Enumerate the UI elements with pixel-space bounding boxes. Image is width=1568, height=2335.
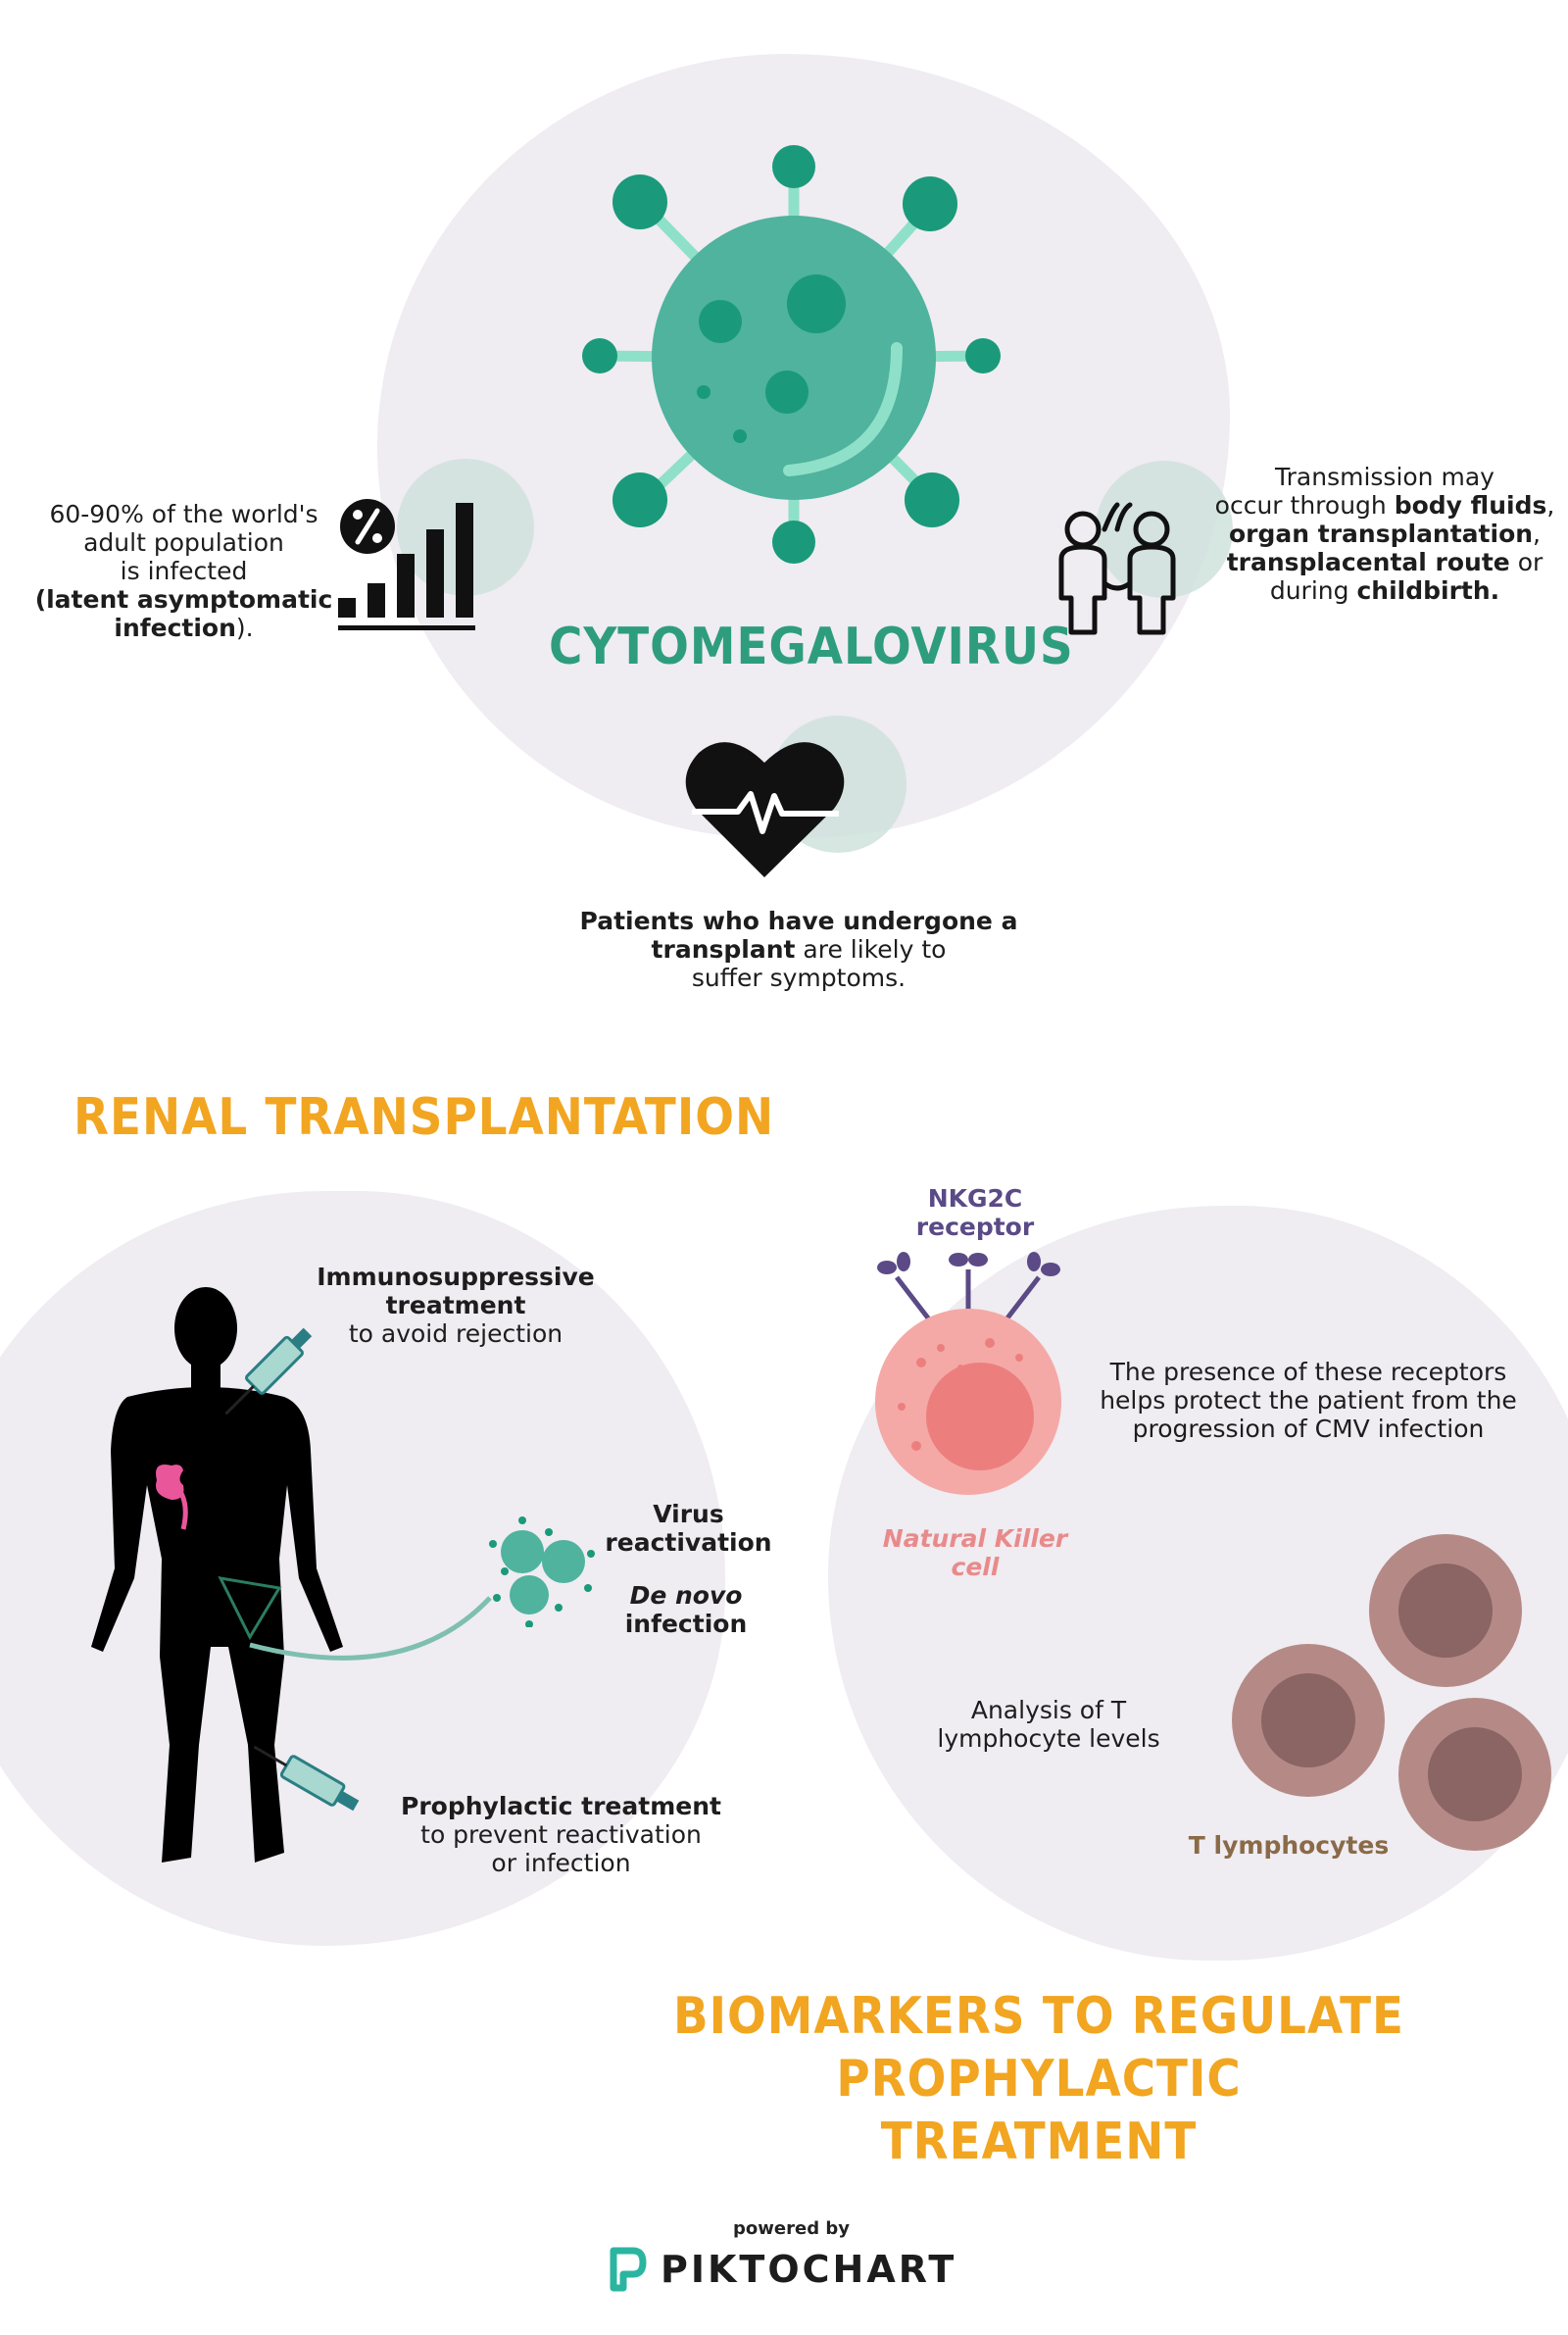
syringe-icon [224,1327,313,1416]
transmission-line: , [1546,491,1555,520]
virus-bold: reactivation [605,1528,772,1557]
analysis-line: lymphocyte levels [937,1724,1160,1753]
receptor-line: The presence of these receptors [1109,1358,1507,1386]
family-icon [1058,502,1176,635]
prophylactic-line: to prevent reactivation [420,1820,702,1849]
transmission-line: or [1509,548,1544,576]
patients-line: suffer symptoms. [691,964,906,992]
infected-line: 60-90% of the world's [49,500,318,528]
immuno-bold: Immunosuppressive treatment [317,1263,595,1319]
natural-killer-cell-icon [875,1252,1061,1495]
analysis-line: Analysis of T [970,1696,1127,1724]
prophylactic-line: or infection [491,1849,631,1877]
t-lymphocytes-label: T lymphocytes [1188,1831,1390,1860]
powered-by-text: powered by [733,2218,850,2239]
transmission-line: during [1269,576,1357,605]
nkg2c-label: NKG2C receptor [915,1184,1035,1241]
piktochart-wordmark: PIKTOCHART [661,2248,957,2291]
analysis-text: Analysis of T lymphocyte levels [916,1696,1181,1753]
infected-text: 60-90% of the world's adult population i… [20,500,348,642]
prophylactic-bold: Prophylactic treatment [401,1792,721,1820]
heart-pulse-icon [685,742,845,877]
percent-chart-icon [338,499,475,630]
transmission-line: occur through [1214,491,1395,520]
infected-bold: infection [114,614,236,642]
t-lymphocytes-icon [1232,1534,1551,1851]
transmission-bold: organ transplantation [1229,520,1534,548]
kidney-icon [156,1465,188,1530]
biomarkers-title-line: BIOMARKERS TO REGULATE PROPHYLACTIC [672,1987,1404,2109]
natural-killer-label: Natural Killer cell [882,1524,1068,1581]
transmission-text: Transmission may occur through body flui… [1213,463,1556,605]
patients-line: are likely to [795,935,947,964]
biomarkers-title-line: TREATMENT [880,2112,1198,2171]
denovo-bold: De novo [629,1581,743,1610]
virus-reactivation-text: Virus reactivation [598,1500,779,1557]
infected-line: is infected [120,557,248,585]
infected-bold: (latent asymptomatic [34,585,333,614]
human-body-icon [91,1287,343,1863]
virus-cluster-icon [489,1516,595,1627]
syringe-icon [253,1745,360,1812]
renal-title: RENAL TRANSPLANTATION [74,1088,775,1147]
immunosuppressive-text: Immunosuppressive treatment to avoid rej… [260,1263,652,1348]
reactivation-arrow-icon [218,1576,492,1661]
transmission-bold: transplacental route [1226,548,1510,576]
patients-bold: Patients who have undergone a [579,907,1018,935]
piktochart-logo-icon [610,2247,647,2292]
receptor-line: helps protect the patient from the [1100,1386,1517,1415]
patients-text: Patients who have undergone a transplant… [568,907,1029,992]
infected-line: adult population [83,528,284,557]
virus-icon [582,145,1001,564]
transmission-bold: childbirth. [1356,576,1500,605]
transmission-line: , [1533,520,1541,548]
immuno-line: to avoid rejection [348,1319,564,1348]
receptor-line: progression of CMV infection [1132,1415,1485,1443]
denovo-infection-text: De novo infection [593,1581,779,1638]
transmission-bold: body fluids [1394,491,1547,520]
transmission-line: Transmission may [1275,463,1494,491]
receptor-text: The presence of these receptors helps pr… [1088,1358,1529,1443]
piktochart-brand[interactable]: PIKTOCHART [608,2245,956,2294]
denovo-bold: infection [624,1610,748,1638]
prophylactic-text: Prophylactic treatment to prevent reacti… [392,1792,730,1877]
virus-bold: Virus [653,1500,724,1528]
cytomegalovirus-title: CYTOMEGALOVIRUS [549,618,1074,676]
infected-tail: ). [235,614,254,642]
biomarkers-title: BIOMARKERS TO REGULATE PROPHYLACTIC TREA… [529,1985,1548,2173]
patients-bold: transplant [651,935,796,964]
